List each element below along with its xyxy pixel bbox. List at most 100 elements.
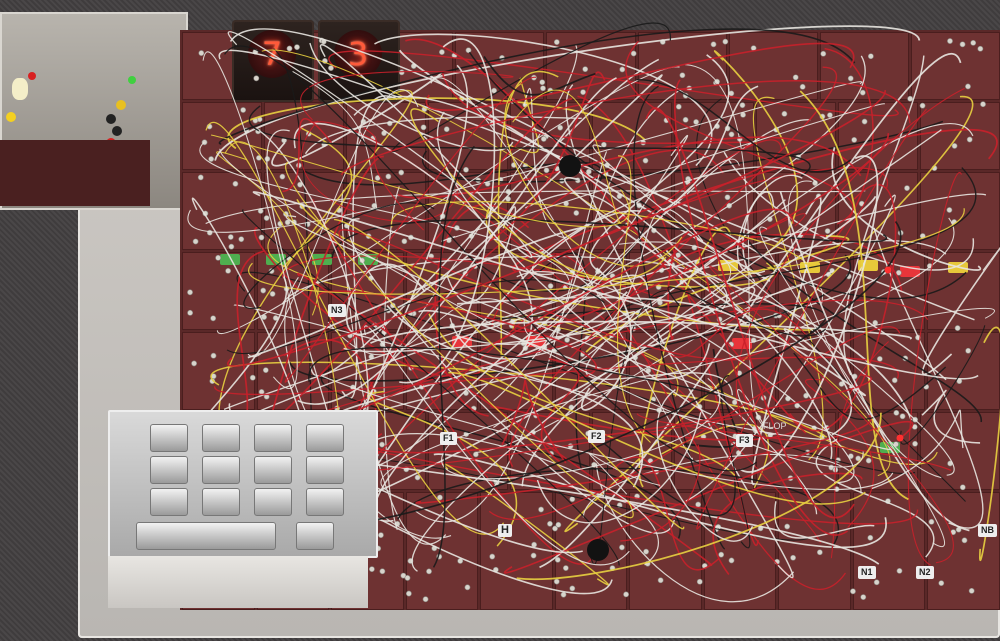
solder-pad	[855, 455, 862, 462]
terminal-yellow-icon[interactable]	[6, 112, 16, 122]
wire	[297, 77, 617, 405]
keypad-key[interactable]	[254, 456, 292, 484]
solder-pad	[893, 409, 900, 416]
solder-pad	[873, 579, 880, 586]
wire	[493, 122, 974, 429]
wire	[282, 117, 333, 193]
module-label: N2	[916, 566, 934, 579]
wire	[370, 433, 659, 566]
solder-pad	[790, 554, 796, 561]
wire	[538, 89, 680, 354]
wire	[243, 202, 435, 310]
terminal-black-icon[interactable]	[112, 126, 122, 136]
solder-pad	[820, 50, 827, 57]
solder-pad	[279, 173, 286, 180]
wire	[662, 85, 759, 212]
wire	[491, 167, 888, 327]
solder-pad	[724, 194, 731, 201]
solder-pad	[554, 556, 561, 563]
terminal-black-icon[interactable]	[106, 114, 116, 124]
module-label: F3	[736, 434, 753, 447]
keypad-key[interactable]	[296, 522, 334, 550]
module-label: NB	[978, 524, 997, 537]
wire	[830, 341, 889, 559]
wire	[292, 70, 378, 211]
solder-pad	[968, 587, 975, 594]
wire	[247, 89, 419, 358]
solder-pad	[728, 557, 735, 564]
module-color-tag	[858, 260, 878, 271]
solder-pad	[489, 553, 496, 560]
wire	[411, 129, 942, 572]
solder-pad	[555, 521, 562, 528]
wire	[670, 308, 806, 358]
module-label: FLOP	[763, 421, 787, 431]
solder-pad	[718, 551, 725, 558]
wire	[587, 290, 669, 565]
solder-pad	[928, 518, 935, 525]
keypad-key[interactable]	[150, 488, 188, 516]
nixie-tube: 3	[334, 30, 382, 78]
solder-pad	[938, 580, 945, 587]
wire	[405, 38, 807, 434]
keypad-key[interactable]	[150, 456, 188, 484]
wire	[432, 145, 475, 568]
keypad-key[interactable]	[254, 424, 292, 452]
solder-pad	[619, 66, 626, 73]
solder-pad	[398, 69, 405, 76]
wire	[921, 389, 981, 444]
wire	[436, 111, 712, 415]
wire	[656, 388, 754, 542]
wire	[380, 307, 996, 493]
keypad-key[interactable]	[306, 488, 344, 516]
wire	[430, 77, 693, 461]
pcb-module	[405, 492, 479, 610]
solder-pad	[904, 185, 910, 192]
wire	[354, 149, 724, 423]
knob-icon[interactable]	[587, 539, 609, 561]
solder-pad	[728, 90, 735, 97]
keypad-key[interactable]	[202, 456, 240, 484]
solder-pad	[405, 590, 412, 597]
solder-pad	[368, 566, 375, 573]
keypad-key[interactable]	[202, 424, 240, 452]
wire	[602, 167, 977, 324]
wire	[486, 71, 606, 244]
wire	[415, 414, 872, 504]
wire	[281, 255, 728, 313]
keypad-key[interactable]	[202, 488, 240, 516]
keypad-wide-key[interactable]	[136, 522, 276, 550]
wire	[224, 45, 757, 472]
toggle-switch-icon[interactable]	[12, 78, 28, 100]
keypad-key[interactable]	[306, 424, 344, 452]
solder-pad	[263, 215, 270, 221]
solder-pad	[401, 238, 408, 245]
solder-pad	[816, 549, 823, 556]
wire	[242, 209, 620, 566]
keypad-key[interactable]	[254, 488, 292, 516]
wire	[448, 371, 866, 505]
solder-pad	[865, 457, 872, 464]
wire	[589, 54, 730, 274]
solder-pad	[781, 110, 788, 117]
wire	[503, 420, 914, 574]
terminal-yellow-icon[interactable]	[116, 100, 126, 110]
wire	[219, 148, 864, 468]
pcb-module	[852, 492, 926, 610]
wire	[516, 412, 882, 580]
pcb-module	[346, 102, 426, 170]
solder-pad	[385, 173, 392, 180]
module-label: F1	[440, 432, 457, 445]
solder-pad	[569, 496, 576, 503]
solder-pad	[472, 451, 479, 458]
led-red-icon	[896, 434, 904, 442]
wire	[399, 38, 496, 384]
keypad-key[interactable]	[150, 424, 188, 452]
solder-pad	[552, 525, 558, 532]
knob-icon[interactable]	[559, 155, 581, 177]
wire	[532, 166, 818, 276]
wire	[334, 218, 685, 530]
keypad-key[interactable]	[306, 456, 344, 484]
indicator-lamp-red-icon	[28, 72, 36, 80]
solder-pad	[404, 575, 411, 581]
